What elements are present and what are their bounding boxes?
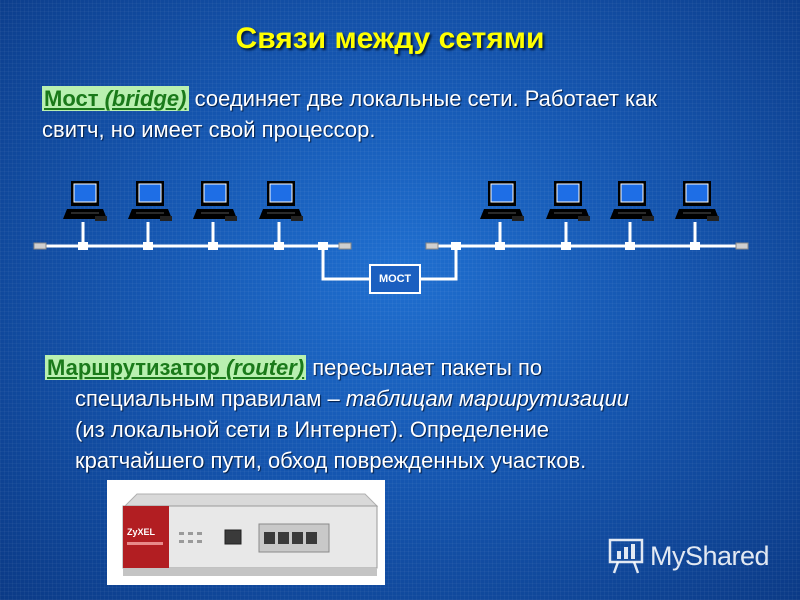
t-connector-icon [274,242,284,250]
t-connector-icon [143,242,153,250]
router-text-line2a: специальным правилам – [75,386,346,411]
computer-icon [546,181,590,221]
computer-icon [675,181,719,221]
computer-icon [610,181,654,221]
terminator-icon [339,243,351,249]
t-connector-icon [451,242,461,250]
router-text-line2b: таблицам маршрутизации [346,386,629,411]
router-text-line4: кратчайшего пути, обход поврежденных уча… [45,445,586,476]
terminator-icon [736,243,748,249]
terminator-icon [426,243,438,249]
router-term-en: (router) [226,355,304,380]
bridge-term-en: (bridge) [105,86,187,111]
terminator-icon [34,243,46,249]
t-connector-icon [495,242,505,250]
computer-icon [128,181,172,221]
router-photo: ZyXEL [107,480,385,585]
computer-icon [480,181,524,221]
computer-icon [259,181,303,221]
bridge-device-box: МОСТ [369,264,421,294]
bridge-term: Мост (bridge) [42,86,189,111]
t-connector-icon [78,242,88,250]
presentation-board-icon [608,537,644,575]
watermark-text: MyShared [650,541,769,572]
bridge-term-ru: Мост [44,86,98,111]
slide-title: Связи между сетями [0,22,780,56]
router-brand-logo: ZyXEL [127,527,156,537]
bridge-text-line2: свитч, но имеет свой процессор. [42,117,375,142]
t-connector-icon [561,242,571,250]
router-text-line3: (из локальной сети в Интернет). Определе… [45,414,549,445]
bridge-label: МОСТ [379,273,411,285]
computer-icon [193,181,237,221]
t-connector-icon [625,242,635,250]
bridge-text-line1: соединяет две локальные сети. Работает к… [189,86,657,111]
t-connector-icon [208,242,218,250]
myshared-watermark: MyShared [608,536,769,576]
router-term: Маршрутизатор (router) [45,355,306,380]
t-connector-icon [690,242,700,250]
bridge-paragraph: Мост (bridge) соединяет две локальные се… [42,83,772,145]
t-connector-icon [318,242,328,250]
right-segment [426,181,748,250]
router-text-line1: пересылает пакеты по [306,355,542,380]
computer-icon [63,181,107,221]
left-segment [34,181,351,250]
router-term-ru: Маршрутизатор [47,355,220,380]
router-paragraph: Маршрутизатор (router) пересылает пакеты… [45,352,765,476]
